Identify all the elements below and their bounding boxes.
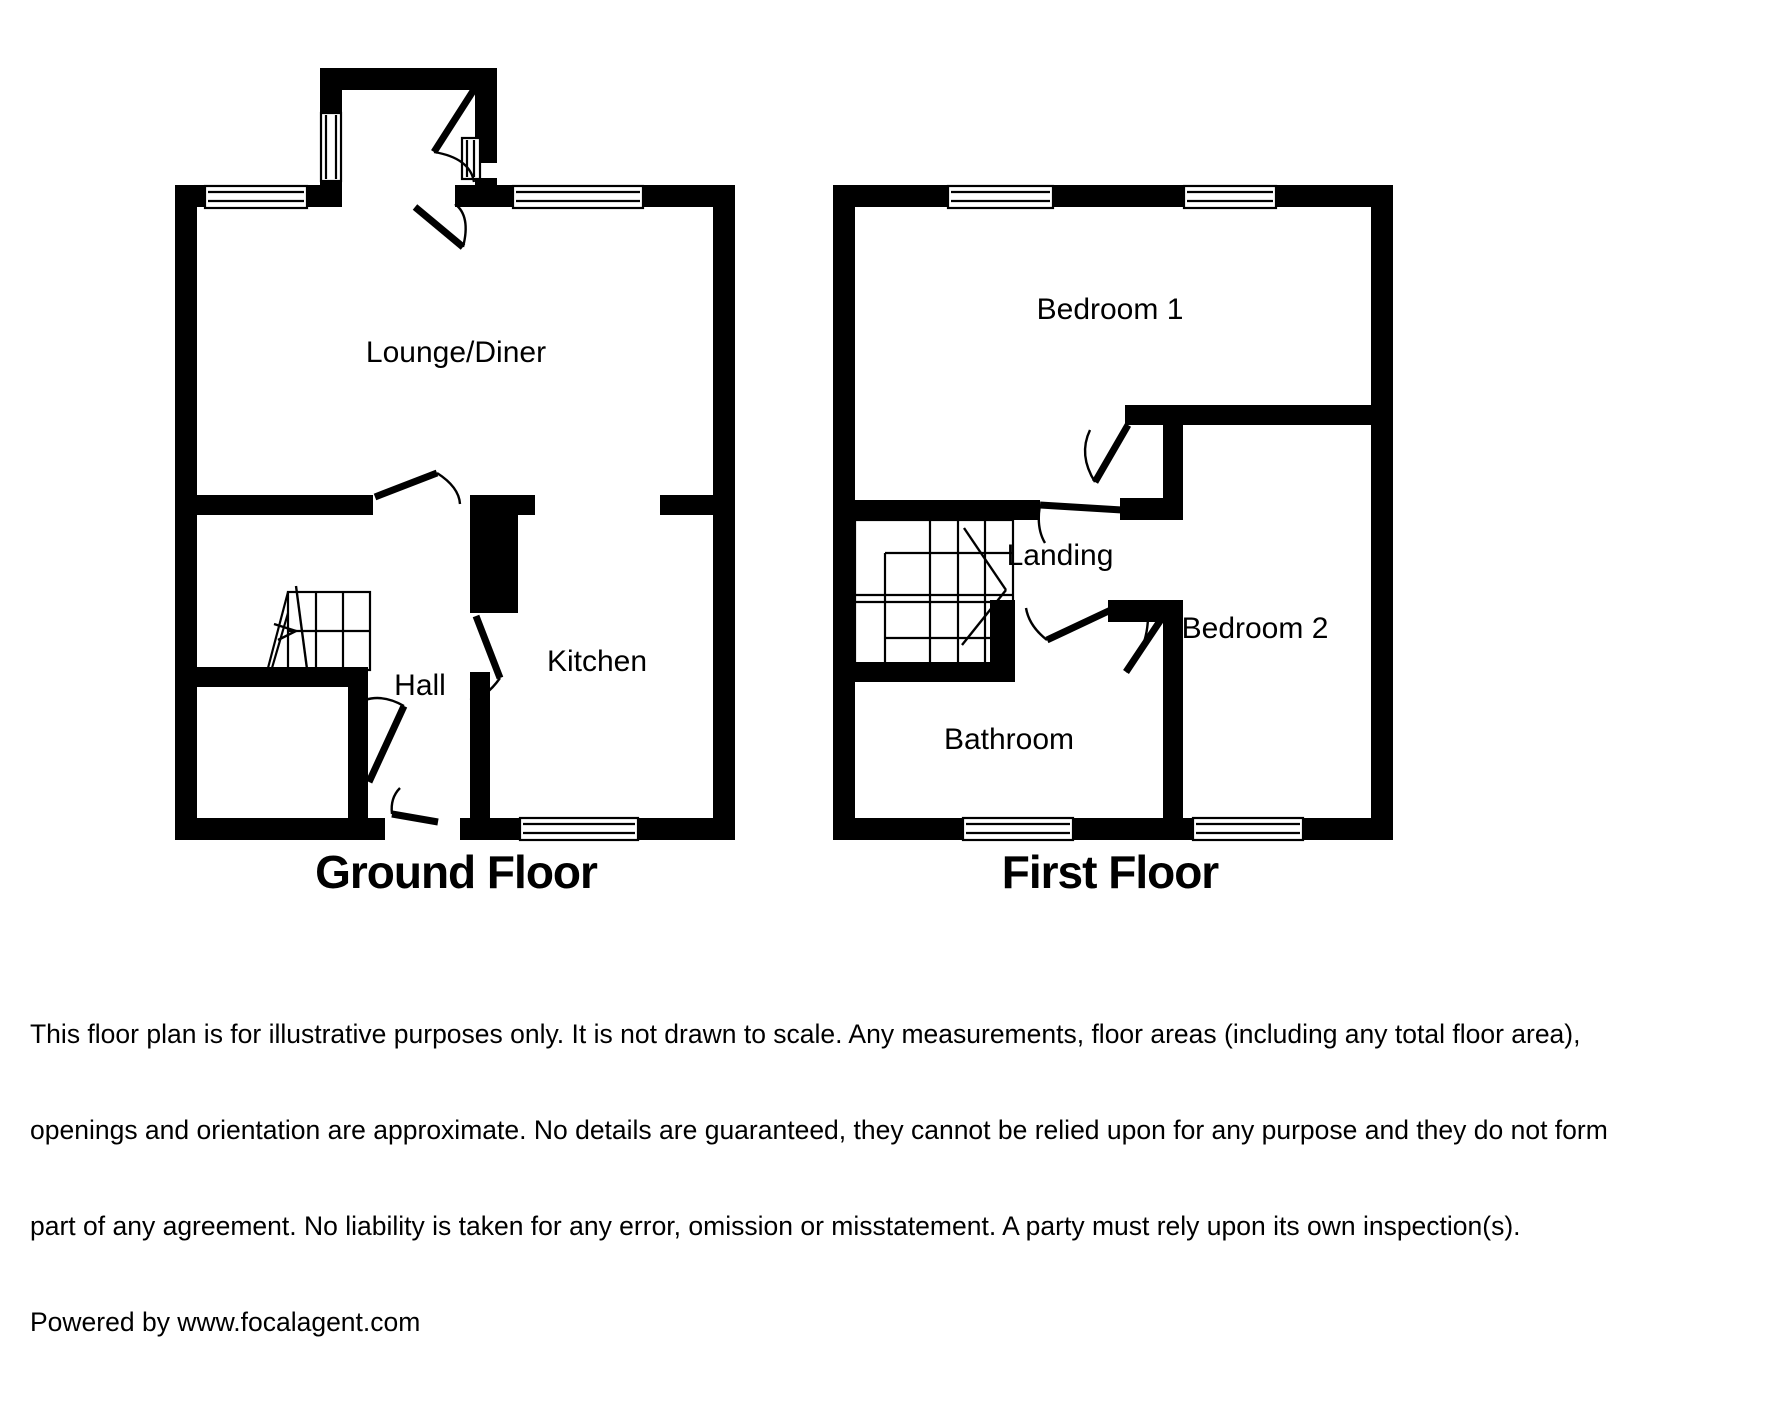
ground-room-label-hall: Hall (394, 669, 446, 702)
first-room-label-bedroom2: Bedroom 2 (1182, 612, 1329, 645)
first-internal-wall-bed1-south (1125, 405, 1393, 425)
floor-plan-canvas: Lounge/Diner Kitchen Hall Ground Floor (30, 68, 1608, 1337)
disclaimer-line-1: This floor plan is for illustrative purp… (30, 1019, 1581, 1049)
disclaimer-line-2: openings and orientation are approximate… (30, 1115, 1608, 1145)
first-staircase (853, 518, 1015, 672)
ground-floor-title: Ground Floor (315, 846, 598, 898)
ground-door-front-entrance (390, 787, 439, 826)
first-wall-top (833, 185, 1393, 207)
first-doorjamb-bed1 (1120, 498, 1165, 520)
ground-internal-wall-kitchen-vertical (470, 672, 490, 820)
ground-porch-left-stub (320, 178, 342, 207)
floor-plan-drawing: Lounge/Diner Kitchen Hall Ground Floor (175, 68, 1393, 898)
first-door-bathroom (1024, 604, 1117, 644)
first-window-front-left (946, 184, 1055, 210)
ground-window-front-left (203, 184, 309, 210)
ground-chimney-pier (470, 495, 518, 613)
disclaimer-line-4: Powered by www.focalagent.com (30, 1307, 421, 1337)
first-stairwell-wall-top (855, 500, 1040, 520)
first-door-landing (1037, 501, 1123, 544)
first-wall-bottom (833, 818, 1393, 840)
ground-wall-left (175, 185, 197, 840)
ground-porch-side-window (460, 136, 482, 181)
ground-room-label-lounge: Lounge/Diner (366, 336, 546, 369)
ground-window-front-right (511, 184, 645, 210)
first-wall-left (833, 185, 855, 840)
ground-porch-door (431, 86, 478, 183)
first-internal-wall-landing-bed2-upper (1163, 425, 1183, 520)
ground-internal-wall-hall-vertical-low (348, 762, 368, 820)
ground-door-lounge-hall (373, 469, 462, 505)
ground-door-hall-store (364, 696, 408, 784)
ground-window-rear (518, 816, 640, 842)
ground-internal-wall-lounge-hall (197, 495, 373, 515)
first-doorjamb-bed2 (1108, 600, 1166, 622)
ground-porch-left-wall-upper (320, 68, 342, 115)
ground-floor-plan: Lounge/Diner Kitchen Hall Ground Floor (175, 68, 735, 898)
ground-porch-window (319, 111, 343, 183)
first-room-label-bathroom: Bathroom (944, 723, 1074, 756)
ground-wall-right (713, 185, 735, 840)
first-window-front-right (1182, 184, 1278, 210)
ground-internal-wall-hall-vertical (348, 667, 368, 777)
ground-porch-inner-door (412, 203, 467, 250)
first-wall-right (1371, 185, 1393, 840)
ground-internal-wall-hall-bottom (197, 667, 357, 687)
first-room-label-landing: Landing (1007, 539, 1114, 572)
first-internal-wall-bath-bed2 (1163, 600, 1183, 840)
ground-staircase (266, 585, 372, 672)
ground-porch-top-wall (320, 68, 497, 90)
first-room-label-bedroom1: Bedroom 1 (1037, 293, 1184, 326)
ground-room-label-kitchen: Kitchen (547, 645, 647, 678)
disclaimer-line-3: part of any agreement. No liability is t… (30, 1211, 1521, 1241)
ground-wall-bottom-left (175, 818, 385, 840)
first-door-bedroom2 (1123, 610, 1169, 674)
first-stairwell-wall-bottom (855, 662, 1010, 682)
first-floor-title: First Floor (1002, 846, 1220, 898)
ground-door-hall-kitchen (469, 614, 504, 702)
ground-internal-wall-right-stub (660, 495, 715, 515)
first-window-rear-left (961, 816, 1075, 842)
first-window-rear-right (1191, 816, 1305, 842)
first-floor-plan: Bedroom 1 Bedroom 2 Bathroom Landing Fir… (833, 184, 1393, 898)
disclaimer-text: This floor plan is for illustrative purp… (30, 954, 1745, 1402)
first-stairwell-wall-jamb (990, 600, 1015, 682)
ground-porch-right-stub (475, 178, 497, 207)
first-door-bedroom1 (1083, 423, 1132, 484)
